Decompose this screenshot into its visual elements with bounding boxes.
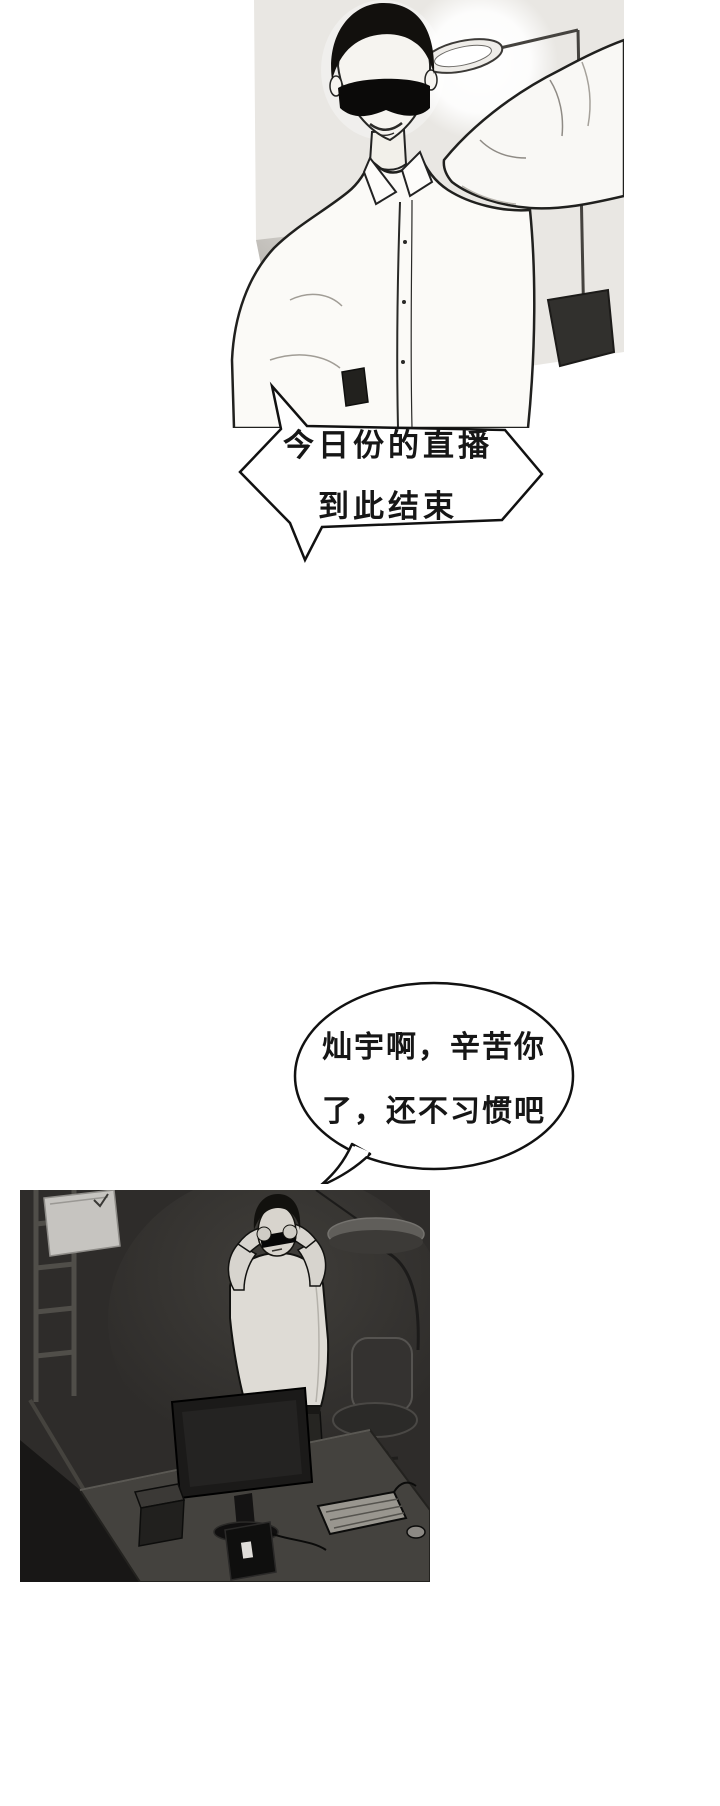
chair-behind xyxy=(546,288,616,368)
bubble1-text: 今日份的直播 到此结束 xyxy=(228,376,548,572)
collar-left xyxy=(362,156,398,206)
mouth-small xyxy=(271,1248,283,1252)
bubble1-outline xyxy=(238,381,544,563)
speech-bubble-chanwoo: 灿宇啊，辛苦你 了，还不习惯吧 xyxy=(290,980,578,1184)
mouse xyxy=(406,1525,426,1539)
desk-object-small xyxy=(341,367,369,407)
arm-left xyxy=(227,1243,258,1291)
collar-right xyxy=(400,150,434,198)
panel-dark-room xyxy=(20,1190,430,1582)
smile xyxy=(369,122,403,131)
hair-small xyxy=(253,1194,301,1230)
head xyxy=(329,2,438,142)
arm-right xyxy=(296,1239,327,1287)
tower-sticker xyxy=(240,1541,254,1559)
speech-bubble-stream-end: 今日份的直播 到此结束 xyxy=(228,376,548,572)
bubble1-line1: 今日份的直播 xyxy=(283,428,493,463)
bright-window xyxy=(43,1190,121,1257)
pc-tower xyxy=(224,1521,277,1581)
bubble2-tail xyxy=(320,1142,372,1184)
shirt-placket xyxy=(396,201,401,428)
floor-lamp xyxy=(315,1190,425,1351)
hand-right xyxy=(282,1224,298,1240)
studio-lamp xyxy=(422,28,586,333)
keyboard-cable xyxy=(393,1481,417,1493)
bubble1-line2: 到此结束 xyxy=(318,489,458,524)
hand-left xyxy=(256,1226,272,1242)
bubble2-outline xyxy=(293,981,575,1184)
shirt xyxy=(229,1251,330,1407)
floor-shadow xyxy=(20,1440,140,1582)
desk-box xyxy=(133,1483,186,1547)
bubble2-line1: 灿宇啊，辛苦你 xyxy=(322,1031,546,1064)
streamer-illustration xyxy=(230,0,624,428)
dark-room-illustration xyxy=(20,1190,430,1582)
office-chair xyxy=(332,1337,418,1474)
keyboard xyxy=(316,1481,417,1536)
raised-arm xyxy=(442,38,624,210)
bubble2-line2: 了，还不习惯吧 xyxy=(322,1095,546,1128)
bubble2-text: 灿宇啊，辛苦你 了，还不习惯吧 xyxy=(290,980,578,1184)
hair xyxy=(331,2,435,81)
eye-mask xyxy=(338,78,430,117)
shirt-torso xyxy=(230,139,536,428)
panel-streamer xyxy=(230,0,624,428)
